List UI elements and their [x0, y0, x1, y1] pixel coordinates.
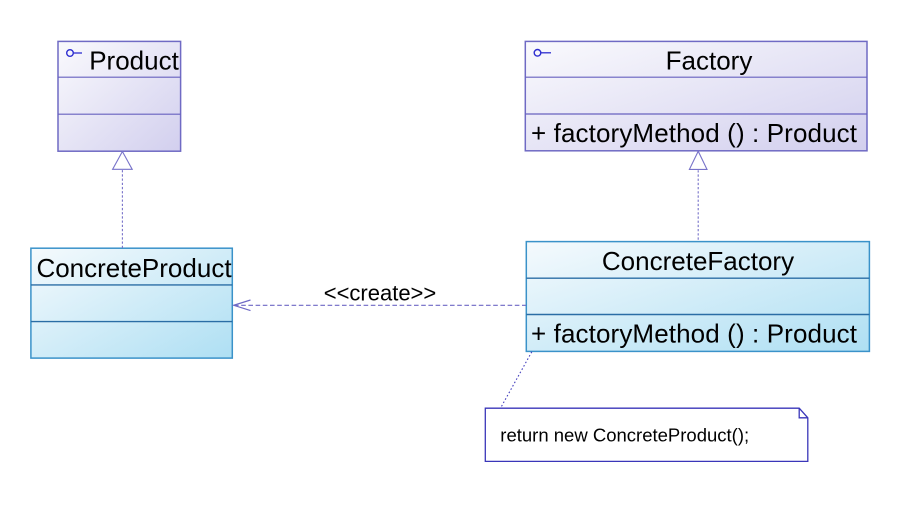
- svg-text:ConcreteFactory: ConcreteFactory: [602, 246, 794, 276]
- svg-text:<<create>>: <<create>>: [324, 281, 437, 306]
- svg-text:+ factoryMethod () : Product: + factoryMethod () : Product: [531, 118, 858, 148]
- svg-text:+ factoryMethod () : Product: + factoryMethod () : Product: [531, 318, 858, 348]
- svg-text:ConcreteProduct: ConcreteProduct: [36, 253, 232, 283]
- svg-text:Product: Product: [89, 46, 179, 76]
- svg-text:return new ConcreteProduct();: return new ConcreteProduct();: [500, 425, 749, 446]
- svg-text:Factory: Factory: [666, 45, 753, 75]
